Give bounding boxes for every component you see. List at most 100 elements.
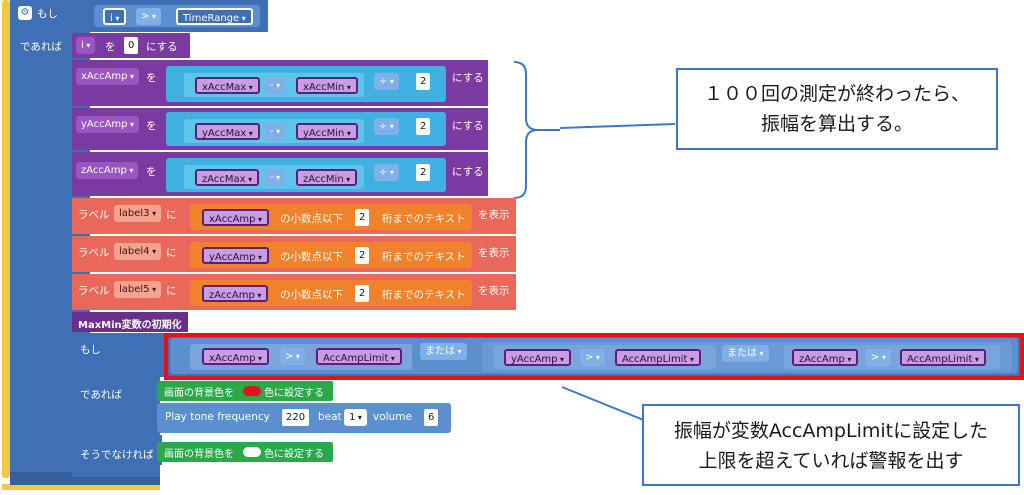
format-var-5[interactable]: zAccAmp <box>202 285 269 302</box>
format-tail-4: 桁までのテキスト <box>382 251 466 263</box>
format-fmt-5: の小数点以下 <box>280 289 343 301</box>
format-fmt-3: の小数点以下 <box>280 213 343 225</box>
inner-else-arm <box>72 435 162 465</box>
or-op-1[interactable]: または <box>420 343 467 360</box>
connector-line-2 <box>561 386 647 422</box>
assign-suru-z: にする <box>452 166 484 178</box>
format-tail-5: 桁までのテキスト <box>382 289 466 301</box>
label-show-5: を表示 <box>478 285 510 297</box>
label-prefix-3: ラベル <box>78 209 110 221</box>
note-alarm: 振幅が変数AccAmpLimitに設定した 上限を超えていれば警報を出す <box>642 404 1020 486</box>
assign-suru-x: にする <box>452 72 484 84</box>
label-name-4[interactable]: label4 <box>114 243 162 260</box>
set-i-var[interactable]: i <box>76 37 96 54</box>
set-bg-red-suffix: 色に設定する <box>264 388 324 399</box>
label-ni-5: に <box>166 285 177 297</box>
label-prefix-4: ラベル <box>78 247 110 259</box>
minus-op-x[interactable]: - <box>265 77 286 94</box>
operand-a-z[interactable]: zAccMax <box>195 169 260 186</box>
set-i-wo: を <box>105 41 116 53</box>
tone-freq[interactable]: 220 <box>282 409 310 426</box>
curly-brace <box>513 61 560 199</box>
init-call-label: MaxMin変数の初期化 <box>78 320 182 331</box>
set-bg-white-suffix: 色に設定する <box>264 449 324 460</box>
inner-else-label: そうでなければ <box>80 449 154 461</box>
divisor-y[interactable]: 2 <box>416 118 431 135</box>
cmp-var-z[interactable]: zAccAmp <box>792 349 859 366</box>
assign-var-z[interactable]: zAccAmp <box>76 162 139 179</box>
minus-op-y[interactable]: - <box>265 123 286 140</box>
operand-a-y[interactable]: yAccMax <box>195 123 260 140</box>
cmp-var-x[interactable]: xAccAmp <box>202 348 270 365</box>
format-var-4[interactable]: yAccAmp <box>202 247 270 264</box>
assign-suru-y: にする <box>452 120 484 132</box>
label-prefix-5: ラベル <box>78 285 110 297</box>
or-op-2[interactable]: または <box>722 345 769 362</box>
operand-a-x[interactable]: xAccMax <box>195 77 260 94</box>
operand-b-z[interactable]: zAccMin <box>296 169 358 186</box>
div-op-y[interactable]: ÷ <box>374 118 399 135</box>
label-name-3[interactable]: label3 <box>114 205 162 222</box>
white-color-swatch[interactable] <box>243 447 261 457</box>
format-digits-4[interactable]: 2 <box>355 247 370 264</box>
cond-var-i[interactable]: i <box>103 8 127 25</box>
format-tail-3: 桁までのテキスト <box>382 213 466 225</box>
note2-line1: 振幅が変数AccAmpLimitに設定した <box>673 420 989 442</box>
set-i-value[interactable]: 0 <box>124 37 139 54</box>
highlight-box <box>164 333 1024 380</box>
outer-if-label: もし <box>37 8 58 20</box>
tone-beat[interactable]: 1 <box>344 409 367 426</box>
red-color-swatch[interactable] <box>243 386 261 396</box>
cmp-var-y[interactable]: yAccAmp <box>504 349 572 366</box>
tone-beat-label: beat <box>318 411 342 423</box>
operand-b-x[interactable]: xAccMin <box>296 77 358 94</box>
assign-wo-z: を <box>146 166 157 178</box>
assign-wo-x: を <box>146 72 157 84</box>
format-digits-5[interactable]: 2 <box>355 285 370 302</box>
format-var-3[interactable]: xAccAmp <box>202 209 270 226</box>
operand-b-y[interactable]: yAccMin <box>296 123 358 140</box>
cond-op-gt[interactable]: > <box>136 8 161 25</box>
label-name-5[interactable]: label5 <box>114 281 162 298</box>
format-fmt-4: の小数点以下 <box>280 251 343 263</box>
set-i-suru: にする <box>146 41 178 53</box>
cmp-limit-z[interactable]: AccAmpLimit <box>900 349 986 366</box>
cmp-limit-x[interactable]: AccAmpLimit <box>316 348 402 365</box>
note1-line1: １００回の測定が終わったら、 <box>703 83 970 105</box>
label-ni-4: に <box>166 247 177 259</box>
set-bg-white-label: 画面の背景色を <box>164 449 234 460</box>
format-digits-3[interactable]: 2 <box>355 209 370 226</box>
outer-frame <box>2 0 10 478</box>
tone-vol[interactable]: 6 <box>424 409 439 426</box>
inner-then-arm <box>72 377 160 435</box>
tone-vol-label: volume <box>373 411 412 423</box>
gear-icon[interactable]: ⚙ <box>18 6 32 20</box>
label-show-4: を表示 <box>478 247 510 259</box>
cmp-op-x[interactable]: > <box>280 348 305 365</box>
outer-then-label: であれば <box>20 41 62 53</box>
div-op-x[interactable]: ÷ <box>374 73 399 90</box>
label-show-3: を表示 <box>478 209 510 221</box>
inner-then-label: であれば <box>80 389 122 401</box>
divisor-z[interactable]: 2 <box>416 164 431 181</box>
assign-wo-y: を <box>146 120 157 132</box>
init-call-block[interactable] <box>72 312 188 332</box>
set-bg-red-label: 画面の背景色を <box>164 388 234 399</box>
assign-var-y[interactable]: yAccAmp <box>76 116 140 133</box>
divisor-x[interactable]: 2 <box>416 73 431 90</box>
minus-op-z[interactable]: - <box>265 169 286 186</box>
div-op-z[interactable]: ÷ <box>374 164 399 181</box>
note2-line2: 上限を超えていれば警報を出す <box>698 450 964 472</box>
inner-if-label: もし <box>80 344 101 356</box>
note-calc-amplitude: １００回の測定が終わったら、 振幅を算出する。 <box>676 68 998 150</box>
cond-var-timerange[interactable]: TimeRange <box>176 8 253 25</box>
note1-line2: 振幅を算出する。 <box>760 113 913 135</box>
cmp-op-z[interactable]: > <box>866 349 891 366</box>
assign-var-x[interactable]: xAccAmp <box>76 68 140 85</box>
outer-frame-bottom <box>2 484 160 490</box>
label-ni-3: に <box>166 209 177 221</box>
cmp-limit-y[interactable]: AccAmpLimit <box>615 349 701 366</box>
connector-line-1 <box>560 123 676 129</box>
tone-label: Play tone frequency <box>165 411 270 423</box>
cmp-op-y[interactable]: > <box>580 349 605 366</box>
